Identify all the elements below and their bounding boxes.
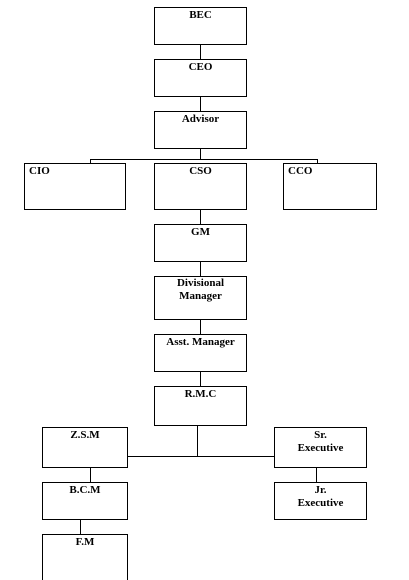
connector-rmc-branch: [127, 456, 274, 457]
node-cso: CSO: [154, 163, 247, 210]
connector-asst-rmc: [200, 371, 201, 386]
node-rmc: R.M.C: [154, 386, 247, 426]
node-asst-manager-label: Asst. Manager: [166, 336, 235, 348]
node-fm: F.M: [42, 534, 128, 580]
connector-gm-divisional: [200, 261, 201, 276]
node-bec-label: BEC: [189, 9, 212, 21]
node-bcm-label: B.C.M: [69, 484, 101, 496]
connector-ceo-advisor: [200, 96, 201, 111]
connector-zsm-bcm: [90, 467, 91, 482]
node-cco: CCO: [283, 163, 377, 210]
node-cso-label: CSO: [189, 165, 212, 177]
node-sr-executive-label: Sr. Executive: [297, 429, 344, 454]
node-bec: BEC: [154, 7, 247, 45]
node-cco-label: CCO: [288, 165, 313, 177]
node-rmc-label: R.M.C: [184, 388, 217, 400]
node-fm-label: F.M: [75, 536, 95, 548]
node-bcm: B.C.M: [42, 482, 128, 520]
connector-advisor-down: [200, 148, 201, 159]
node-divisional-manager-label: Divisional Manager: [176, 277, 225, 302]
node-cio: CIO: [24, 163, 126, 210]
node-zsm-label: Z.S.M: [70, 429, 100, 441]
node-advisor-label: Advisor: [181, 113, 220, 125]
node-advisor: Advisor: [154, 111, 247, 149]
node-gm-label: GM: [191, 226, 210, 238]
node-jr-executive: Jr. Executive: [274, 482, 367, 520]
connector-cso-gm: [200, 209, 201, 224]
node-ceo-label: CEO: [188, 61, 213, 73]
node-gm: GM: [154, 224, 247, 262]
connector-sr-jr: [316, 467, 317, 482]
node-asst-manager: Asst. Manager: [154, 334, 247, 372]
node-cio-label: CIO: [29, 165, 50, 177]
node-ceo: CEO: [154, 59, 247, 97]
connector-bcm-fm: [80, 519, 81, 534]
connector-rmc-down: [197, 425, 198, 456]
node-sr-executive: Sr. Executive: [274, 427, 367, 468]
node-divisional-manager: Divisional Manager: [154, 276, 247, 320]
node-zsm: Z.S.M: [42, 427, 128, 468]
connector-advisor-branch: [90, 159, 318, 160]
node-jr-executive-label: Jr. Executive: [297, 484, 344, 509]
connector-bec-ceo: [200, 44, 201, 59]
connector-divisional-asst: [200, 319, 201, 334]
